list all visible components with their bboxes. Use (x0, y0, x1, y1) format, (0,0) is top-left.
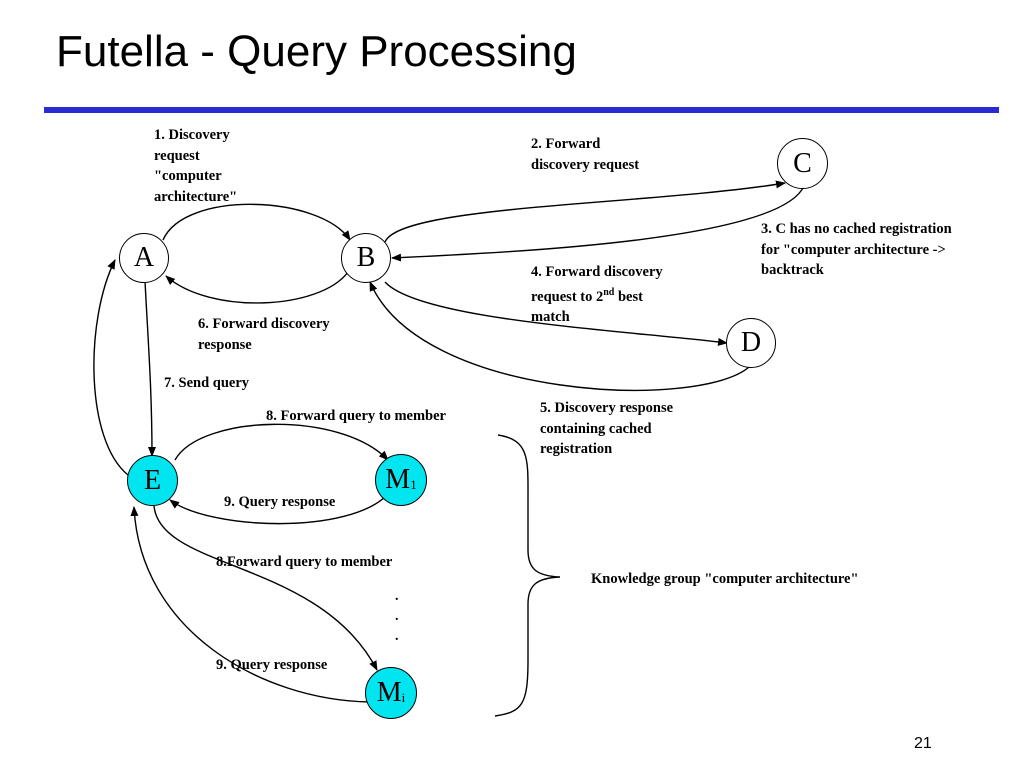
node-c: C (777, 138, 828, 189)
label-step8-forward-query-mi: 8.Forward query to member (216, 554, 393, 570)
group-brace (494, 434, 561, 717)
arrow-e-to-a (93, 259, 129, 476)
arrow-b-to-c (384, 180, 786, 243)
label-step7: 7. Send query (164, 375, 250, 391)
label-step9-query-response-m1: 9. Query response (224, 494, 336, 510)
node-a: A (119, 233, 169, 283)
ellipsis-dot: . (395, 589, 399, 604)
label-step3: 3. C has no cached registration for "com… (761, 221, 952, 278)
arrow-e-to-mi (153, 505, 378, 671)
node-b: B (341, 233, 391, 283)
slide-title: Futella - Query Processing (56, 27, 577, 76)
arrow-d-to-b (369, 281, 750, 391)
ellipsis-dot: . (395, 609, 399, 624)
label-step1: 1. Discovery request "computer architect… (154, 127, 238, 205)
label-step6: 6. Forward discovery response (198, 316, 330, 353)
arrow-a-to-b (162, 203, 351, 241)
node-d: D (726, 318, 776, 368)
arrow-a-to-e (144, 280, 156, 457)
label-knowledge-group: Knowledge group "computer architecture" (591, 571, 859, 587)
title-underline (44, 107, 999, 113)
arrow-b-to-a (165, 271, 349, 304)
node-e: E (127, 455, 178, 506)
arrow-e-to-m1 (174, 423, 389, 461)
label-step9-query-response-mi: 9. Query response (216, 657, 328, 673)
arrow-b-to-d (384, 281, 728, 346)
label-step5: 5. Discovery response containing cached … (540, 400, 674, 457)
arrow-mi-to-e (130, 506, 371, 703)
ellipsis-dot: . (395, 629, 399, 644)
page-number: 21 (914, 735, 932, 752)
label-step2: 2. Forward discovery request (531, 136, 640, 173)
arrow-m1-to-e (169, 493, 389, 525)
arrow-c-to-b (391, 185, 805, 262)
label-step8-forward-query-m1: 8. Forward query to member (266, 408, 446, 424)
label-step4: 4. Forward discovery request to 2nd best… (531, 264, 663, 325)
